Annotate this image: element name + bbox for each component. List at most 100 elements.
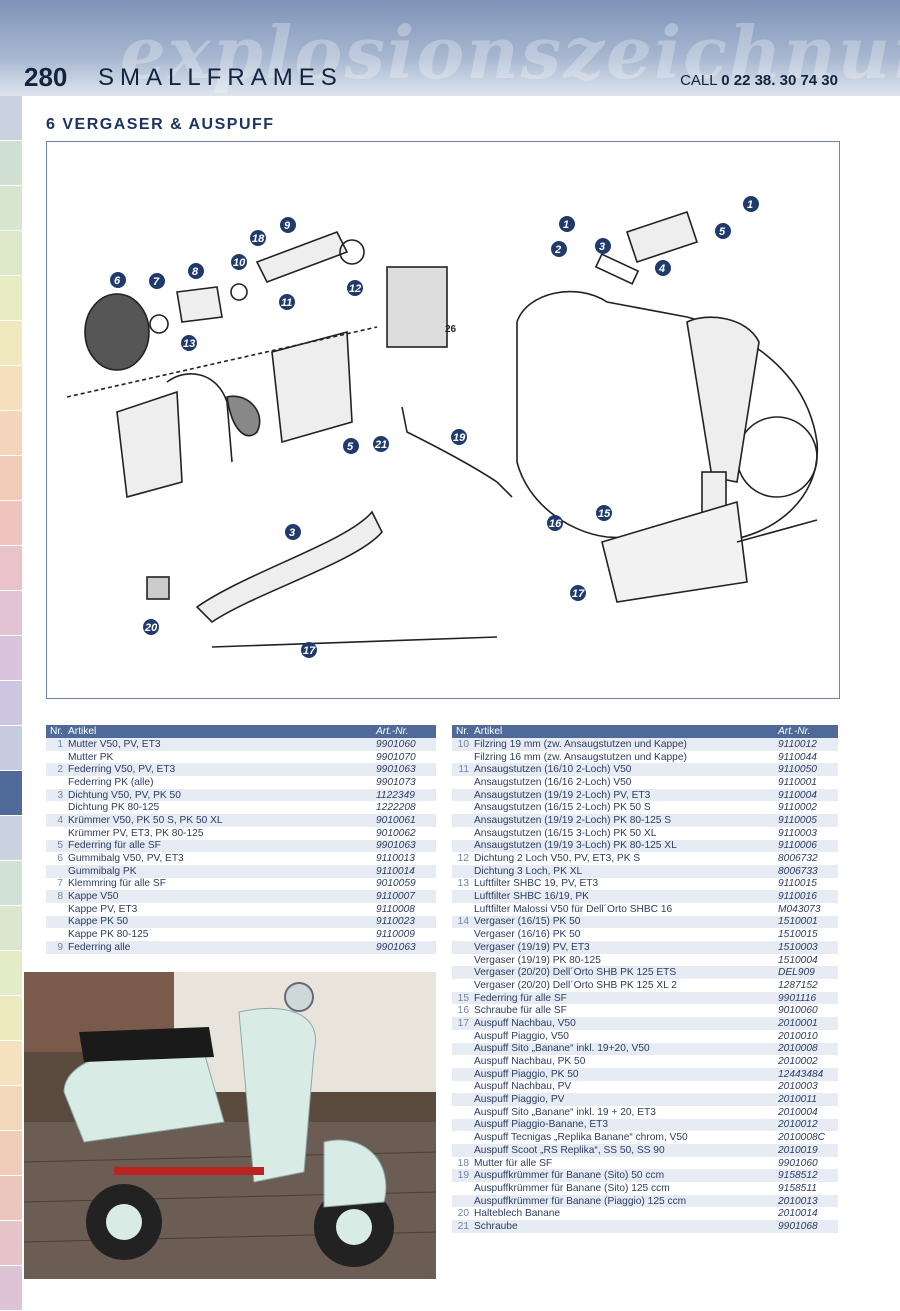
call-number: CALL 0 22 38. 30 74 30: [680, 72, 838, 89]
intake-stub-11: [255, 230, 349, 284]
diagram-drawing: 1 2 3 4 5 1 6 7 8 10 18 9 11 12 13 26 5 …: [66, 196, 818, 658]
row-nr: 10: [457, 738, 469, 750]
row-artikel: Ansaugstutzen (16/16 2-Loch) V50: [474, 776, 632, 788]
row-artikel: Auspuff Nachbau, PV: [474, 1081, 572, 1093]
row-artnr: 9110004: [778, 789, 817, 801]
row-artnr: 9110015: [778, 878, 817, 890]
callout-16: 16: [547, 515, 563, 531]
svg-text:19: 19: [453, 432, 466, 444]
svg-text:16: 16: [549, 518, 562, 530]
row-artnr: 9010059: [376, 878, 416, 890]
svg-text:1: 1: [747, 199, 753, 211]
header-watermark: explosionszeichnung: [120, 10, 900, 95]
air-filter-box: [271, 330, 353, 444]
table-header: Nr. Artikel Art.-Nr.: [46, 725, 436, 738]
muffler-17: [601, 500, 748, 603]
table-row: Auspuffkrümmer für Banane (Sito) 125 ccm…: [452, 1182, 838, 1195]
svg-text:3: 3: [599, 241, 605, 253]
row-nr: 1: [57, 738, 63, 750]
row-artikel: Auspuffkrümmer für Banane (Piaggio) 125 …: [474, 1195, 687, 1207]
row-artikel: Luftfilter SHBC 19, PV, ET3: [474, 878, 599, 890]
svg-text:18: 18: [252, 233, 265, 245]
row-artnr: 9110001: [778, 776, 817, 788]
row-artikel: Auspuff Piaggio, V50: [474, 1030, 569, 1042]
row-artikel: Schraube: [474, 1220, 518, 1232]
row-nr: 21: [457, 1220, 469, 1232]
row-artnr: 9110007: [376, 891, 415, 903]
row-artikel: Luftfilter SHBC 16/19, PK: [474, 891, 589, 903]
row-nr: 5: [57, 840, 63, 852]
muffler-rod: [736, 519, 818, 543]
page-subtitle: 6 VERGASER & AUSPUFF: [46, 116, 275, 133]
row-artikel: Luftfilter Malossi V50 für Dell´Orto SHB…: [474, 903, 673, 915]
row-artikel: Schraube für alle SF: [474, 1005, 567, 1017]
row-nr: 7: [57, 878, 63, 890]
svg-text:6: 6: [114, 275, 121, 287]
row-artnr: 9110014: [376, 865, 415, 877]
row-artikel: Auspuff Nachbau, V50: [474, 1017, 576, 1029]
table-row: Luftfilter Malossi V50 für Dell´Orto SHB…: [452, 903, 838, 916]
cover-plate: [116, 390, 183, 499]
row-artikel: Vergaser (20/20) Dell´Orto SHB PK 125 ET…: [474, 967, 677, 979]
row-artikel: Auspuff Scoot „RS Replika“, SS 50, SS 90: [474, 1144, 665, 1156]
row-artnr: 9110023: [376, 916, 415, 928]
callout-1: 1: [743, 196, 759, 212]
svg-text:4: 4: [658, 263, 665, 275]
row-artnr: 2010002: [778, 1056, 818, 1068]
row-artnr: 9901063: [376, 764, 416, 776]
row-artikel: Mutter PK: [68, 751, 114, 763]
callout-6: 6: [110, 272, 126, 288]
row-artnr: 9110013: [376, 853, 415, 865]
row-nr: 3: [57, 789, 63, 801]
row-artnr: 9110016: [778, 891, 817, 903]
callout-4: 4: [655, 260, 671, 276]
row-nr: 4: [57, 814, 63, 826]
row-artnr: 9901070: [376, 751, 416, 763]
row-nr: 19: [457, 1170, 469, 1182]
callout-5: 5: [343, 438, 359, 454]
header-artnr: Art.-Nr.: [778, 726, 811, 737]
row-nr: 12: [457, 853, 469, 865]
row-artnr: 8006733: [778, 865, 818, 877]
row-artnr: 9901068: [778, 1220, 818, 1232]
row-artikel: Federring PK (alle): [68, 776, 154, 788]
row-nr: 17: [457, 1017, 469, 1029]
row-artikel: Federring für alle SF: [68, 840, 161, 852]
row-artnr: 9110044: [778, 751, 817, 763]
svg-text:15: 15: [598, 508, 611, 520]
row-artikel: Ansaugstutzen (16/10 2-Loch) V50: [474, 764, 632, 776]
row-artikel: Auspuff Piaggio, PK 50: [474, 1068, 579, 1080]
row-artikel: Vergaser (16/16) PK 50: [474, 929, 581, 941]
callout-17: 17: [301, 642, 317, 658]
table-row: Filzring 16 mm (zw. Ansaugstutzen und Ka…: [452, 751, 838, 764]
header-artnr: Art.-Nr.: [376, 726, 409, 737]
svg-text:7: 7: [153, 276, 160, 288]
row-artnr: 9901073: [376, 776, 416, 788]
leader-line: [211, 636, 498, 648]
intake-manifold-4: [625, 210, 699, 264]
row-artikel: Dichtung PK 80-125: [68, 802, 160, 814]
svg-text:17: 17: [303, 645, 316, 657]
page-number: 280: [24, 62, 68, 92]
row-artnr: 9158511: [778, 1182, 817, 1194]
callout-20: 20: [143, 619, 159, 635]
callout-11: 11: [279, 294, 295, 310]
table-row: Federring PK (alle) 9901073: [46, 776, 436, 789]
row-artnr: 9010061: [376, 814, 416, 826]
callout-7: 7: [149, 273, 165, 289]
table-row: Luftfilter SHBC 16/19, PK 9110016: [452, 890, 838, 903]
call-label: CALL: [680, 72, 718, 89]
row-artikel: Vergaser (19/19) PV, ET3: [474, 941, 590, 953]
callout-8: 8: [188, 263, 204, 279]
svg-text:3: 3: [289, 527, 295, 539]
row-artnr: 9901060: [778, 1157, 818, 1169]
